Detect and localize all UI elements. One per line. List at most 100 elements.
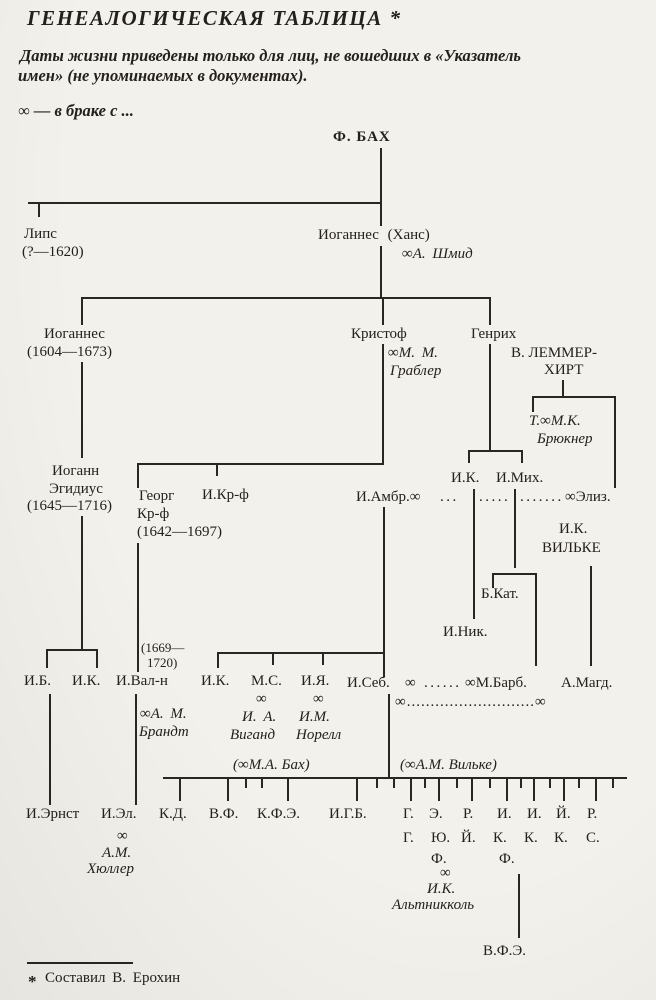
connector-tick [438, 777, 440, 801]
connector-line [96, 649, 98, 668]
connector-line [137, 463, 384, 465]
connector-line [532, 396, 534, 412]
node-aegidius-1: Иоганн [52, 463, 100, 479]
node-ikf-2: К. [493, 830, 507, 846]
connector-tick [533, 777, 535, 801]
node-ib: И.Б. [24, 673, 51, 689]
spouse-hyuller-1: А.М. [102, 845, 132, 861]
node-eyuf-1: Э. [429, 806, 443, 822]
connector-line [380, 246, 382, 298]
node-kfe: К.Ф.Э. [257, 806, 301, 822]
connector-tick [356, 777, 358, 801]
node-iseb: И.Себ. [347, 675, 390, 691]
node-christoph: Кристоф [351, 326, 407, 342]
connector-line [137, 463, 139, 488]
connector-line [492, 573, 537, 575]
node-iel: И.Эл. [101, 806, 137, 822]
connector-line [217, 652, 384, 654]
connector-line [492, 573, 494, 588]
node-johannes-2-dates: (1604—1673) [27, 344, 112, 360]
connector-line [49, 694, 51, 805]
spouse-a-schmid: ∞А. Шмид [402, 246, 473, 262]
connector-tick [227, 777, 229, 801]
connector-line [380, 202, 382, 226]
spouse-norell-1: И.М. [299, 709, 330, 725]
node-eliz: ∞Элиз. [565, 489, 611, 505]
node-lemmerhirt-2: ХИРТ [544, 362, 584, 378]
footnote-marker: * [28, 972, 37, 991]
connector-line [521, 450, 523, 463]
node-aegidius-dates: (1645—1716) [27, 498, 112, 514]
spouse-altnickol-1: И.К. [427, 881, 456, 897]
node-mbarb: ∞М.Барб. [465, 675, 527, 691]
connector-line [562, 380, 564, 397]
node-eyuf-3: Ф. [431, 851, 447, 867]
connector-line [216, 463, 218, 476]
node-ik5-1: И. [527, 806, 542, 822]
node-igb: И.Г.Б. [329, 806, 367, 822]
node-kd: К.Д. [159, 806, 187, 822]
marriage-symbol: ∞ [440, 865, 451, 881]
spouse-altnickol-2: Альтникколь [392, 897, 475, 913]
node-heinrich: Генрих [471, 326, 517, 342]
connector-line [382, 344, 384, 464]
node-ry-1: Р. [463, 806, 474, 822]
connector-tick [424, 777, 426, 788]
connector-tick [245, 777, 247, 788]
node-georg-2: Кр-ф [137, 506, 170, 522]
connector-line [28, 202, 382, 204]
spouse-m-m-grabler-2: Граблер [390, 363, 442, 379]
node-wilcke-2: ВИЛЬКЕ [542, 540, 601, 556]
node-ik-left: И.К. [72, 673, 101, 689]
spouse-hyuller-2: Хюллер [87, 861, 134, 877]
node-lemmerhirt-1: В. ЛЕММЕР- [511, 345, 598, 361]
node-ik-2: И.К. [201, 673, 230, 689]
marriage-label-am-wilcke: (∞А.М. Вильке) [400, 757, 497, 773]
connector-line [614, 396, 616, 488]
node-vf: В.Ф. [209, 806, 239, 822]
connector-tick [563, 777, 565, 801]
connector-tick [179, 777, 181, 801]
connector-line [382, 297, 384, 325]
node-ikf-1: И. [497, 806, 512, 822]
connector-tick [506, 777, 508, 801]
node-iya: И.Я. [301, 673, 330, 689]
node-johannes-hans: Иоганнес (Ханс) [318, 227, 430, 243]
connector-line [322, 652, 324, 665]
connector-line [217, 652, 219, 668]
node-rs-2: С. [586, 830, 600, 846]
node-imich: И.Мих. [496, 470, 544, 486]
connector-line [590, 566, 592, 666]
marriage-symbol: ∞ [256, 691, 267, 707]
node-bkat: Б.Кат. [481, 586, 519, 602]
connector-tick [549, 777, 551, 788]
node-ry-2: Й. [461, 830, 476, 846]
marriage-dots: ....... [520, 489, 564, 505]
node-t-bruckner-2: Брюкнер [537, 431, 593, 447]
connector-line [163, 777, 627, 779]
footnote-text: Составил В. Ерохин [45, 970, 181, 986]
connector-line [473, 489, 475, 619]
node-i-krf: И.Кр-ф [202, 487, 249, 503]
connector-tick [287, 777, 289, 801]
connector-tick [376, 777, 378, 788]
connector-line [489, 297, 491, 325]
node-lips: Липс [24, 226, 57, 242]
connector-tick [410, 777, 412, 801]
marriage-dotted-line: ∞...........................∞ [395, 694, 547, 710]
node-johannes-2: Иоганнес [44, 326, 105, 342]
node-valentin-dates-2: 1720) [147, 655, 178, 670]
spouse-brandt-2: Брандт [139, 724, 189, 740]
connector-line [383, 507, 385, 677]
marriage-dots: ..... [479, 489, 511, 505]
legend-marriage-symbol: ∞ — в браке с ... [18, 101, 134, 120]
note-line-1: Даты жизни приведены только для лиц, не … [20, 46, 521, 65]
connector-line [380, 148, 382, 203]
node-f-bach: Ф. БАХ [333, 129, 391, 145]
node-ik5-2: К. [524, 830, 538, 846]
connector-line [81, 516, 83, 650]
connector-tick [595, 777, 597, 801]
connector-line [468, 450, 523, 452]
spouse-wiegand-2: Виганд [230, 727, 276, 743]
node-amagd: А.Магд. [561, 675, 613, 691]
